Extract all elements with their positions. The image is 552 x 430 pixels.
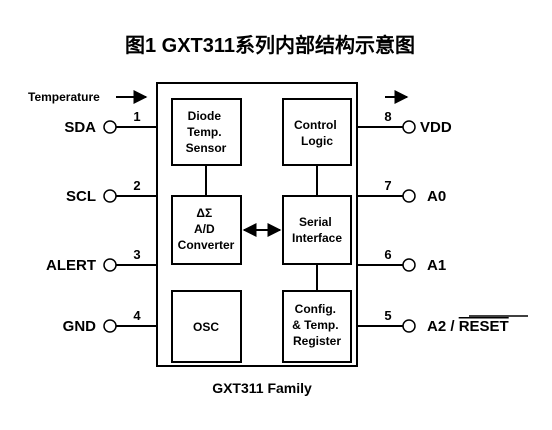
pin-terminal (402, 120, 416, 134)
pin-terminal (103, 189, 117, 203)
pin-name: GND (63, 318, 97, 335)
svg-text:Control Logic: Control Logic (294, 118, 340, 148)
adc-line-3: Converter (178, 238, 235, 252)
pin-a0: 7 A0 (357, 178, 446, 205)
pin-number: 6 (384, 247, 391, 262)
pin-number: 4 (133, 308, 141, 323)
figure-title: 图1 GXT311系列内部结构示意图 (125, 33, 415, 57)
pin-number: 2 (133, 178, 140, 193)
pin-name: A0 (427, 188, 446, 205)
pin-name: SDA (64, 119, 96, 136)
pin-name: ALERT (46, 257, 96, 274)
config-line-3: Register (293, 334, 341, 348)
svg-text:Diode Temp. Sensor: Diode Temp. Sensor (186, 109, 227, 155)
pin-a2-reset: 5 A2 / RESET (357, 308, 528, 335)
pin-gnd: GND 4 (63, 308, 157, 335)
diode-line-2: Temp. (187, 125, 221, 139)
pin-terminal (402, 258, 416, 272)
diode-temp-sensor-block (171, 98, 242, 166)
config-line-2: & Temp. (292, 318, 338, 332)
control-line-2: Logic (301, 134, 333, 148)
pin-name: A1 (427, 257, 446, 274)
osc-label: OSC (193, 320, 219, 334)
serial-line-2: Interface (292, 231, 342, 245)
pin-alert: ALERT 3 (46, 247, 157, 274)
diode-line-3: Sensor (186, 141, 227, 155)
pin-a1: 6 A1 (357, 247, 446, 274)
reset-overline-text: RESET (459, 318, 509, 335)
pin-number: 3 (133, 247, 140, 262)
adc-line-1: ΔΣ (196, 206, 212, 220)
config-line-1: Config. (295, 302, 336, 316)
chip-family-label: GXT311 Family (212, 380, 312, 396)
pin-name: SCL (66, 188, 96, 205)
pin-name: VDD (420, 119, 452, 136)
ad-converter-block (171, 195, 242, 265)
diode-line-1: Diode (188, 109, 222, 123)
svg-text:ΔΣ A/D Converter: ΔΣ A/D Converter (178, 206, 235, 252)
serial-interface-block (282, 195, 352, 265)
pin-terminal (103, 120, 117, 134)
svg-text:Config. & Temp. Regist: Config. & Temp. Register (292, 302, 342, 348)
pin-terminal (103, 258, 117, 272)
control-logic-block (282, 98, 352, 166)
pin-terminal (103, 319, 117, 333)
pin-number: 7 (384, 178, 391, 193)
osc-block (171, 290, 242, 363)
pin-vdd: 8 VDD (357, 109, 452, 136)
svg-text:Serial Interface: Serial Interface (292, 215, 342, 245)
adc-line-2: A/D (194, 222, 215, 236)
pin-terminal (402, 319, 416, 333)
pin-scl: SCL 2 (66, 178, 157, 205)
pin-number: 1 (133, 109, 140, 124)
pin-name: A2 / (427, 318, 459, 335)
pin-number: 5 (384, 308, 391, 323)
pin-number: 8 (384, 109, 391, 124)
serial-line-1: Serial (299, 215, 332, 229)
pin-terminal (402, 189, 416, 203)
pin-sda: SDA 1 (64, 109, 157, 136)
temperature-label: Temperature (28, 90, 100, 104)
svg-text:A2 / RESET: A2 / RESET (427, 318, 509, 335)
control-line-1: Control (294, 118, 337, 132)
